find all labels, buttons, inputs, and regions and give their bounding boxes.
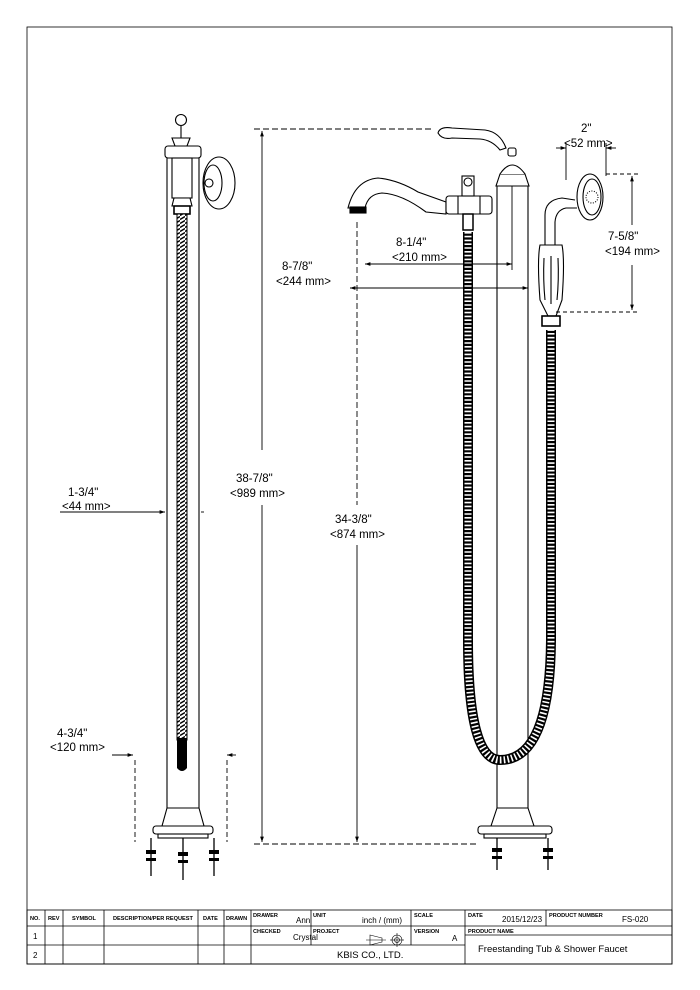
unit-label: UNIT	[313, 913, 327, 919]
front-hose	[176, 213, 188, 741]
dim-handle-reach-mm: <210 mm>	[392, 252, 447, 264]
header-description: DESCRIPTION/PER REQUEST	[113, 916, 193, 922]
checked-label: CHECKED	[253, 929, 281, 935]
date-label: DATE	[468, 913, 483, 919]
front-view	[146, 113, 236, 880]
version-value: A	[452, 934, 458, 943]
product-number-label: PRODUCT NUMBER	[549, 913, 603, 919]
header-symbol: SYMBOL	[72, 916, 97, 922]
checked-value: Crystal	[293, 933, 318, 942]
product-name-label: PRODUCT NAME	[468, 929, 514, 935]
front-dimension-lines	[60, 510, 236, 842]
dim-base-width-mm: <120 mm>	[50, 742, 105, 754]
project-label: PROJECT	[313, 929, 340, 935]
drawer-value: Ann	[296, 916, 310, 925]
scale-label: SCALE	[414, 913, 433, 919]
dim-handshower-width-mm: <52 mm>	[564, 138, 613, 150]
dim-handle-reach-in: 8-1/4"	[396, 237, 426, 249]
header-no: NO.	[30, 916, 40, 922]
dim-handshower-length-in: 7-5/8"	[608, 231, 638, 243]
row-1-no: 1	[33, 932, 38, 941]
drawer-label: DRAWER	[253, 913, 278, 919]
header-date: DATE	[203, 916, 218, 922]
dim-handshower-length-mm: <194 mm>	[605, 246, 660, 258]
title-block: NO. REV SYMBOL DESCRIPTION/PER REQUEST D…	[26, 909, 673, 965]
date-value: 2015/12/23	[502, 915, 543, 924]
version-label: VERSION	[414, 929, 439, 935]
dim-pipe-diameter-in: 1-3/4"	[68, 487, 98, 499]
company-name: KBIS CO., LTD.	[337, 950, 403, 961]
drawing-border	[26, 26, 673, 965]
dim-base-width-in: 4-3/4"	[57, 728, 87, 740]
product-number-value: FS-020	[622, 915, 649, 924]
projection-symbol-icon	[366, 933, 404, 947]
unit-value: inch / (mm)	[362, 916, 402, 925]
dimension-labels: 4-3/4" <120 mm> 1-3/4" <44 mm> 38-7/8" <…	[50, 123, 660, 754]
dim-total-height-mm: <989 mm>	[230, 488, 285, 500]
side-hose	[463, 232, 556, 766]
header-drawn: DRAWN	[226, 916, 247, 922]
dim-pipe-diameter-mm: <44 mm>	[62, 501, 111, 513]
front-hose-end	[177, 738, 187, 771]
dim-handshower-width-in: 2"	[581, 123, 591, 135]
header-rev: REV	[48, 916, 60, 922]
dim-spout-reach-mm: <244 mm>	[276, 276, 331, 288]
row-2-no: 2	[33, 951, 38, 960]
dim-spout-height-mm: <874 mm>	[330, 529, 385, 541]
dim-total-height-in: 38-7/8"	[236, 473, 273, 485]
side-hose-pattern	[464, 232, 555, 764]
dim-spout-reach-in: 8-7/8"	[282, 261, 312, 273]
side-dimension-lines	[254, 128, 638, 845]
side-view	[347, 127, 604, 870]
dim-spout-height-in: 34-3/8"	[335, 514, 372, 526]
product-name-value: Freestanding Tub & Shower Faucet	[478, 944, 628, 955]
